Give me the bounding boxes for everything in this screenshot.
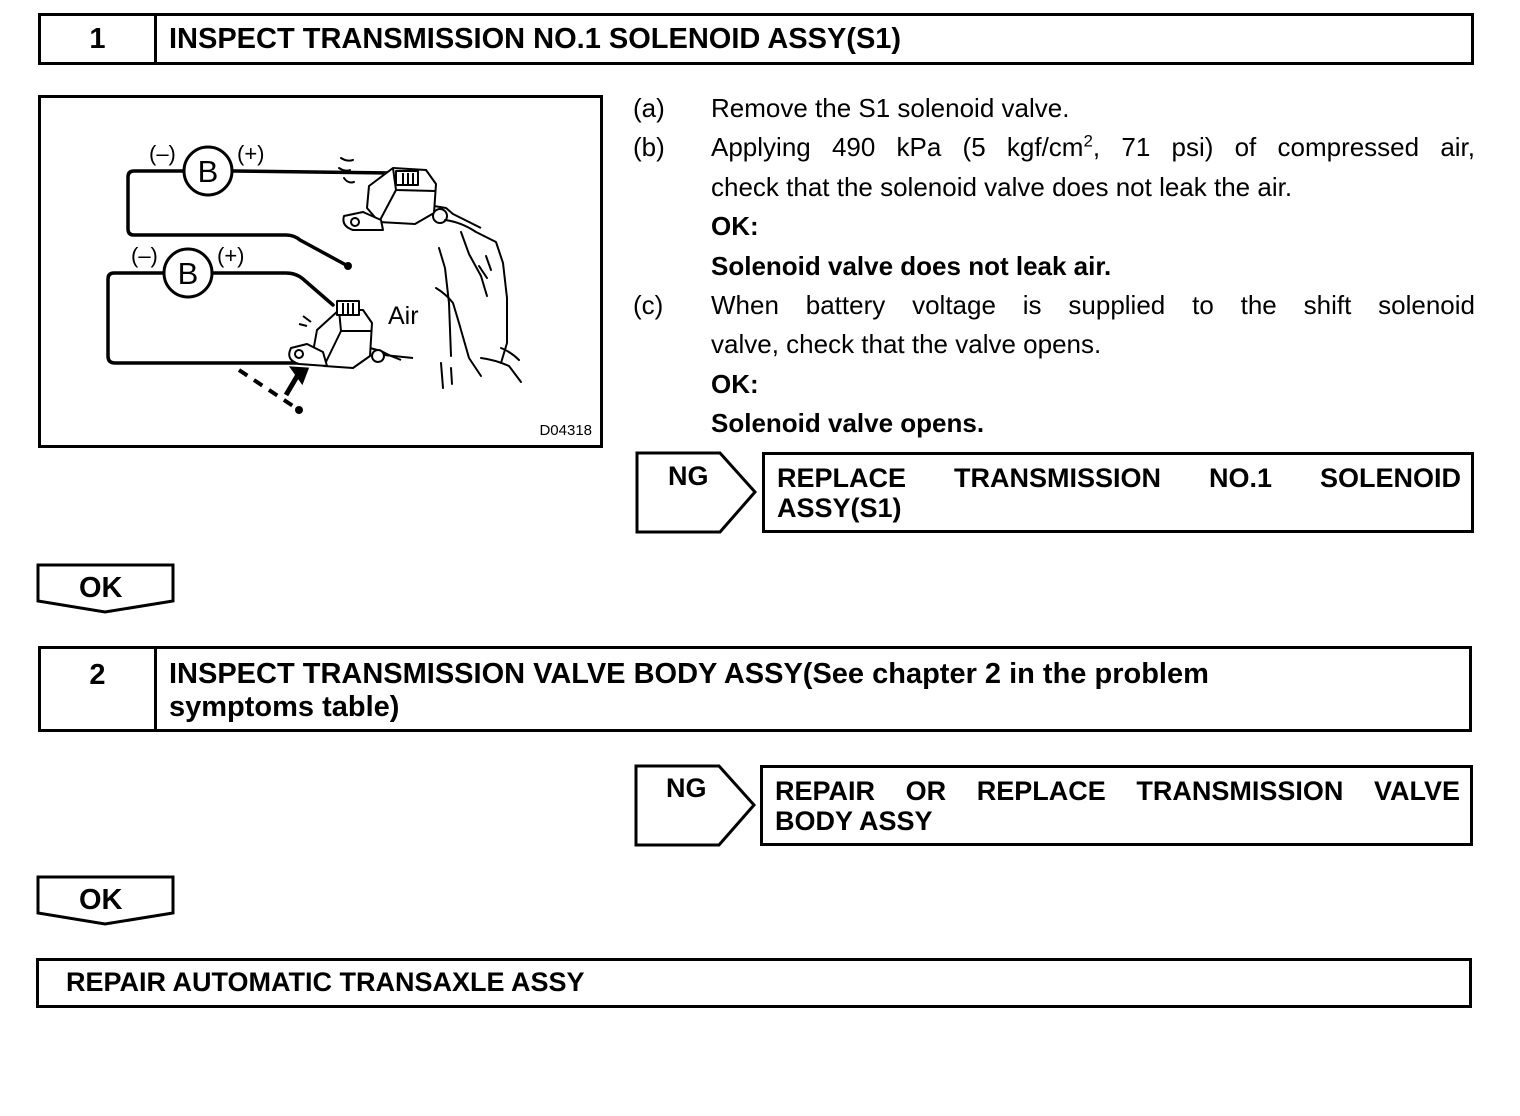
final-repair-text: REPAIR AUTOMATIC TRANSAXLE ASSY: [66, 967, 585, 997]
step-title: INSPECT TRANSMISSION VALVE BODY ASSY(See…: [169, 658, 1209, 723]
step-number: 2: [41, 649, 157, 729]
instruction-text: valve, check that the valve opens.: [711, 329, 1102, 360]
instruction-label: (b): [633, 132, 665, 163]
ok-criteria: Solenoid valve opens.: [711, 408, 985, 439]
negative-label: (–): [149, 141, 176, 166]
instruction-text: When battery voltage is supplied to the …: [711, 290, 1475, 321]
instruction-label: (c): [633, 290, 664, 321]
battery-label: B: [178, 256, 199, 291]
bolt-path-line: [237, 368, 301, 412]
ng-label: NG: [666, 773, 707, 803]
solenoid-test-illustration: B B (–) (+) (–) (+) Air: [106, 141, 522, 414]
ng-arrow-box: [634, 764, 757, 847]
ok-label: OK:: [711, 211, 759, 242]
solenoid-test-figure: B B (–) (+) (–) (+) Air: [38, 95, 603, 448]
circuit-wire: [232, 169, 398, 175]
circuit-wire: [106, 271, 301, 365]
negative-label: (–): [131, 243, 158, 268]
instruction-a: (a) Remove the S1 solenoid valve.: [633, 89, 1475, 128]
ng-result-text: BODY ASSY: [775, 806, 933, 836]
air-label: Air: [388, 302, 419, 330]
ng-result-text: REPAIR OR REPLACE TRANSMISSION VALVE: [775, 776, 1460, 806]
battery-label: B: [198, 154, 219, 189]
step-title: INSPECT TRANSMISSION NO.1 SOLENOID ASSY(…: [169, 22, 902, 55]
ng-result-text: REPLACE TRANSMISSION NO.1 SOLENOID: [777, 463, 1461, 493]
instruction-text: check that the solenoid valve does not l…: [711, 171, 1293, 202]
instruction-label: (a): [633, 93, 665, 123]
ok-criteria: Solenoid valve does not leak air.: [711, 250, 1112, 281]
positive-label: (+): [217, 243, 245, 268]
final-repair-box: REPAIR AUTOMATIC TRANSAXLE ASSY: [36, 958, 1472, 1008]
instruction-text: Remove the S1 solenoid valve.: [711, 93, 1070, 123]
step-1-header: 1 INSPECT TRANSMISSION NO.1 SOLENOID ASS…: [38, 13, 1474, 65]
battery-icon: [162, 247, 214, 299]
figure-code: D04318: [539, 422, 592, 439]
instruction-b: (b) Applying 490 kPa (5 kgf/cm2, 71 psi)…: [633, 128, 1475, 167]
ok-flow-box: [36, 875, 175, 926]
circuit-wire: [126, 169, 348, 267]
circuit-wire: [212, 271, 335, 307]
instruction-c: (c) When battery voltage is supplied to …: [633, 286, 1475, 325]
instruction-text: Applying 490 kPa (5 kgf/cm2, 71 psi) of …: [711, 131, 1476, 163]
battery-icon: [182, 145, 234, 197]
ok-label: OK: [79, 884, 123, 916]
ng-result-box: REPAIR OR REPLACE TRANSMISSION VALVE BOD…: [760, 765, 1473, 846]
ok-flow-box: [36, 563, 175, 614]
ok-label: OK:: [711, 368, 759, 399]
step-number: 1: [41, 16, 157, 62]
instructions: (a) Remove the S1 solenoid valve. (b) Ap…: [633, 89, 1475, 444]
step-2-header: 2 INSPECT TRANSMISSION VALVE BODY ASSY(S…: [38, 646, 1472, 732]
ng-result-text: ASSY(S1): [777, 493, 902, 523]
ng-result-box: REPLACE TRANSMISSION NO.1 SOLENOID ASSY(…: [762, 452, 1474, 533]
positive-label: (+): [237, 141, 265, 166]
ng-arrow-box: [635, 451, 758, 534]
ok-label: OK: [79, 572, 123, 604]
ng-label: NG: [668, 461, 709, 491]
